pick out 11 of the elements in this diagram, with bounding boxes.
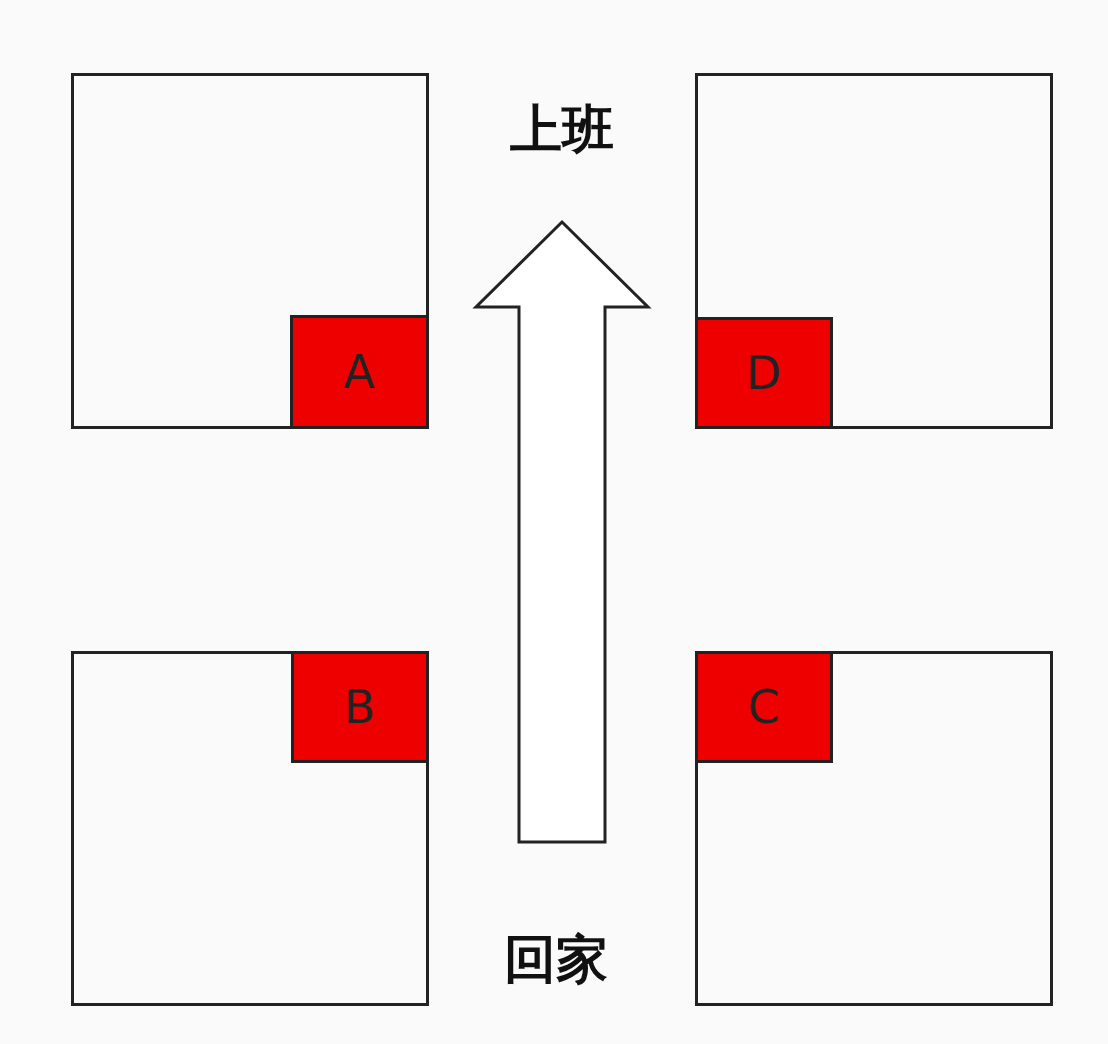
desk-block: C bbox=[695, 651, 833, 763]
desk-block: D bbox=[695, 317, 833, 429]
block-arrow bbox=[472, 219, 652, 844]
room-square bbox=[695, 73, 1053, 429]
direction-label: 上班 bbox=[492, 98, 632, 162]
room-square bbox=[71, 651, 429, 1006]
desk-block: A bbox=[290, 315, 429, 429]
room-square bbox=[695, 651, 1053, 1006]
desk-block: B bbox=[291, 651, 429, 763]
room-square bbox=[71, 73, 429, 429]
direction-label: 回家 bbox=[486, 928, 626, 992]
